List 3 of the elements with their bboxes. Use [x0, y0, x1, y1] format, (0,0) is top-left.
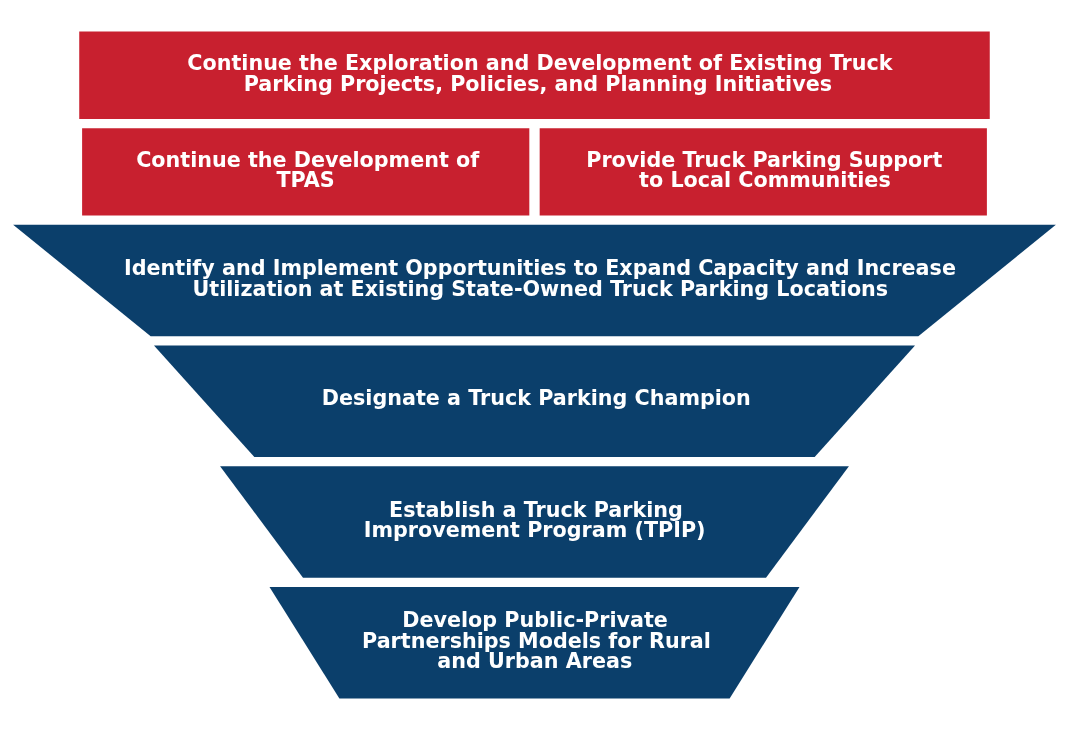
node-box: Provide Truck Parking Support to Local Communities [539, 127, 987, 216]
node-box: Continue the Development of TPAS [82, 127, 530, 216]
node-box: Continue the Exploration and Development of Existing Truck Parking Projects, Policies, and Planning Initiatives [79, 31, 990, 119]
